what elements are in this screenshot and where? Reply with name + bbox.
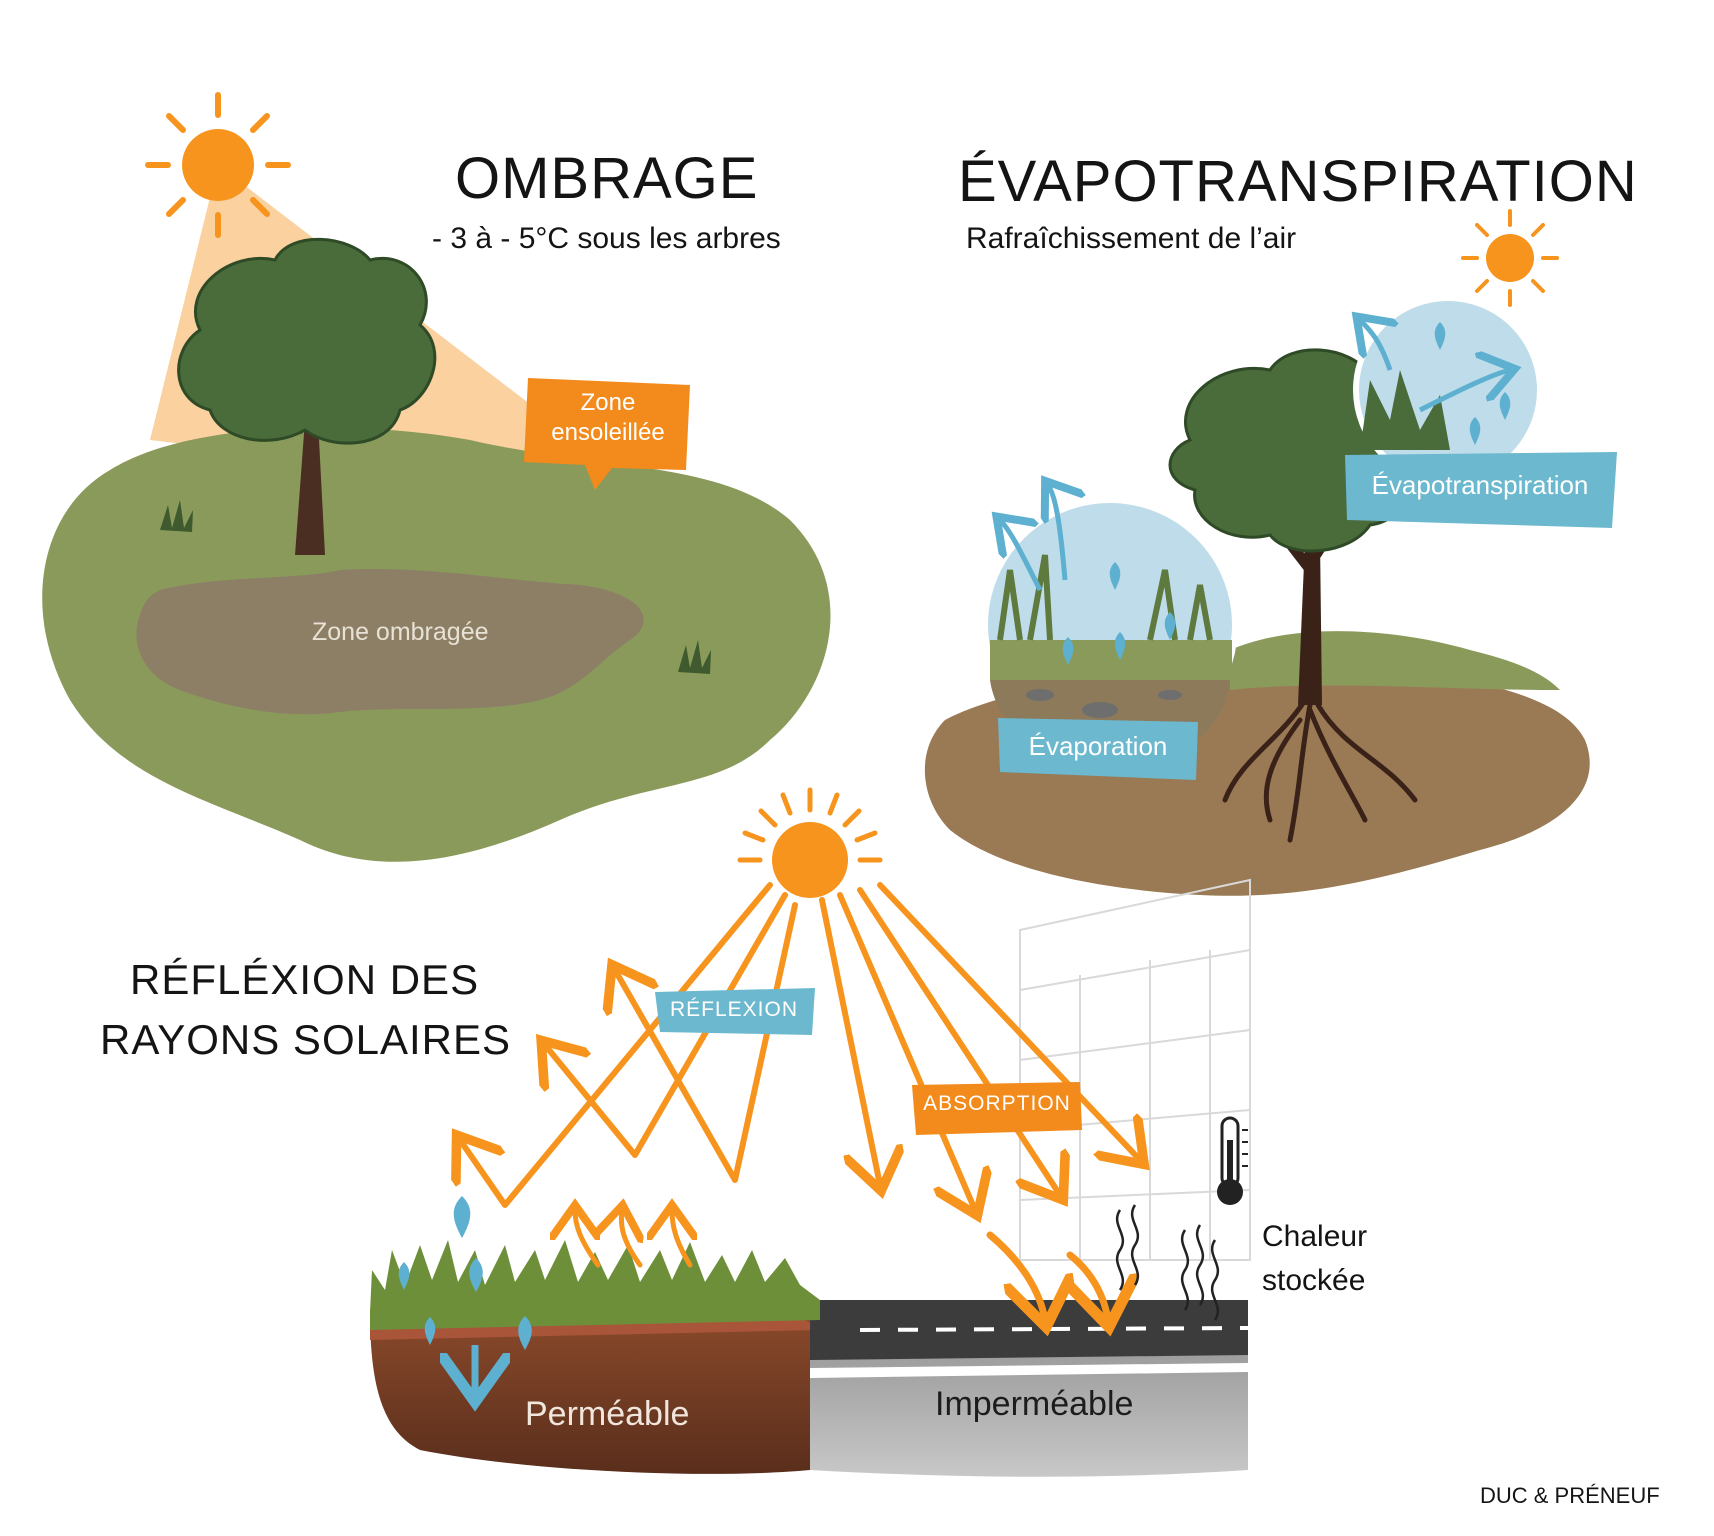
- absorption-tag-label: ABSORPTION: [923, 1092, 1071, 1115]
- thermometer-icon: [1217, 1116, 1248, 1205]
- evapotranspiration-scene: [924, 209, 1617, 896]
- water-drops: [398, 1196, 532, 1350]
- reflexion-scene: [370, 787, 1251, 1477]
- impermeable-label: Imperméable: [935, 1385, 1134, 1423]
- grass-tuft: [678, 640, 711, 674]
- sun-icon: [737, 787, 883, 898]
- grass-layer: [370, 1240, 820, 1330]
- grass-strip: [1230, 631, 1560, 690]
- permeable-label: Perméable: [525, 1395, 690, 1433]
- sun-zone-callout: [524, 378, 690, 490]
- reflexion-tag-label: RÉFLEXION: [669, 998, 799, 1021]
- shade-tree: [177, 237, 437, 555]
- grass-tuft: [160, 500, 193, 532]
- reflexion-title: RÉFLÉXION DES RAYONS SOLAIRES: [100, 950, 511, 1070]
- evaporation-tag-label: Évaporation: [1028, 731, 1168, 761]
- evaporation-tag: [998, 718, 1198, 780]
- ombrage-title: OMBRAGE: [455, 146, 759, 211]
- reflexion-title-line2: RAYONS SOLAIRES: [100, 1016, 512, 1063]
- shade-zone: [136, 568, 644, 715]
- evapotranspiration-title: ÉVAPOTRANSPIRATION: [958, 149, 1638, 214]
- heat-up-arrows: [575, 1210, 690, 1268]
- heat-down-arrows: [986, 1231, 1108, 1320]
- evapotranspiration-tag: [1345, 452, 1617, 528]
- ombrage-scene: [42, 92, 831, 862]
- reflexion-tag: [655, 988, 815, 1035]
- sun-zone-label: Zone ensoleillée: [528, 388, 688, 448]
- sun-icon: [1461, 209, 1559, 307]
- sun-icon: [145, 92, 291, 238]
- evapotranspiration-bubble: [1356, 295, 1543, 485]
- heat-stored-label: Chaleur stockée: [1262, 1215, 1367, 1303]
- reflexion-title-line1: RÉFLÉXION DES: [130, 956, 480, 1003]
- shade-zone-label: Zone ombragée: [312, 618, 489, 646]
- tree-roots: [1222, 697, 1418, 843]
- credit: DUC & PRÉNEUF: [1480, 1483, 1660, 1508]
- evapotranspiration-tag-label: Évapotranspiration: [1371, 470, 1589, 500]
- sun-zone-label-line2: ensoleillée: [551, 419, 665, 446]
- heat-waves-icon: [1115, 1204, 1220, 1321]
- evaporation-bubble: [982, 485, 1238, 753]
- heat-stored-line2: stockée: [1262, 1264, 1366, 1297]
- sun-zone-label-line1: Zone: [580, 389, 636, 416]
- absorption-rays: [819, 882, 1140, 1210]
- absorption-tag: [912, 1082, 1082, 1135]
- evapotranspiration-subtitle: Rafraîchissement de l’air: [966, 222, 1297, 255]
- ombrage-subtitle: - 3 à - 5°C sous les arbres: [432, 222, 781, 255]
- heat-stored-line1: Chaleur: [1262, 1220, 1368, 1253]
- ground-slab: [370, 1240, 1249, 1477]
